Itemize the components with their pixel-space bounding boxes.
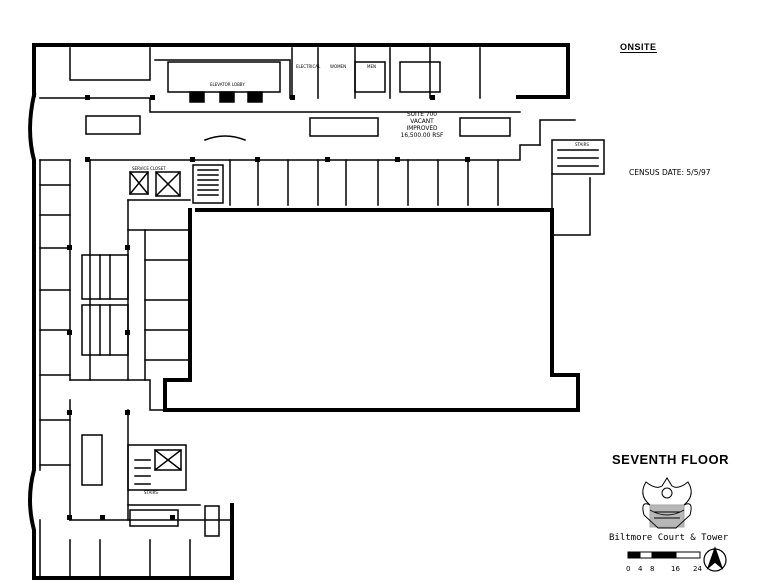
women-label: WOMEN (330, 64, 347, 69)
north-wing (39, 47, 541, 206)
suite-status: VACANT (410, 117, 434, 125)
scale-tick: 4 (638, 565, 643, 573)
biltmore-eagle-emblem-icon (642, 477, 692, 529)
scale-tick: 0 (626, 565, 631, 573)
onsite-tag: ONSITE (620, 42, 657, 53)
census-date: CENSUS DATE: 5/5/97 (629, 168, 711, 177)
building-name: Biltmore Court & Tower (609, 533, 729, 543)
scale-tick: 16 (671, 565, 680, 573)
floor-title: SEVENTH FLOOR (612, 452, 730, 467)
suite-area: 16,500.00 RSF (400, 131, 444, 139)
men-label: MEN (367, 64, 376, 69)
east-stairs-label: STAIRS (575, 142, 589, 147)
scale-tick: 8 (650, 565, 655, 573)
elevator-lobby-label: ELEVATOR LOBBY (210, 82, 245, 87)
scale-tick: 24 (693, 565, 702, 573)
north-arrow-icon (703, 546, 727, 572)
suite-number: SUITE 700 (407, 110, 437, 118)
elevator-core (128, 61, 281, 204)
suite-info: SUITE 700 VACANT IMPROVED 16,500.00 RSF (382, 111, 462, 139)
east-stairs (539, 119, 605, 236)
south-stairs-label: STAIRS (144, 490, 158, 495)
exterior-walls (28, 43, 580, 580)
scale-bar (627, 551, 701, 559)
service-closet-label: SERVICE CLOSET (132, 166, 166, 171)
columns (67, 95, 470, 520)
electrical-label: ELECTRICAL (296, 64, 321, 69)
suite-condition: IMPROVED (406, 124, 438, 132)
